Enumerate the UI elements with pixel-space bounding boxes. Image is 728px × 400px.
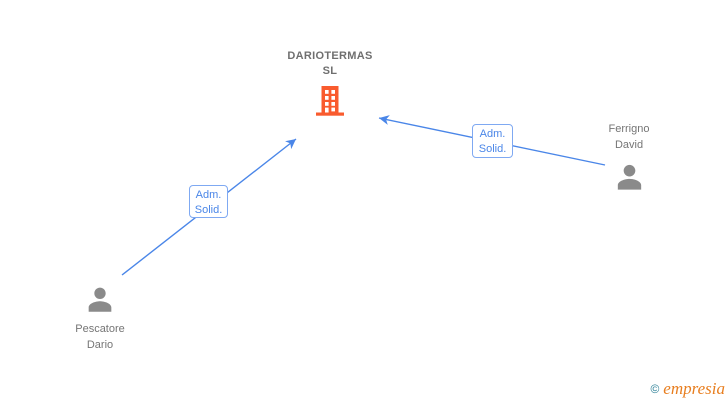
relationship-label-ferrigno-adm-solid[interactable]: Adm. Solid. xyxy=(472,124,513,158)
relationship-label-line2: Solid. xyxy=(478,143,507,155)
person-name-line1: Ferrigno xyxy=(608,123,650,135)
relationship-label-line1: Adm. xyxy=(479,128,506,140)
company-name: DARIOTERMAS SL xyxy=(250,49,410,79)
person-name-line1: Pescatore xyxy=(75,323,125,335)
company-name-line2: SL xyxy=(322,65,338,77)
relationship-label-line1: Adm. xyxy=(195,189,222,201)
person-name: Pescatore Dario xyxy=(40,321,160,353)
empresia-brand-text: empresia xyxy=(663,379,725,398)
relationship-label-pescatore-adm-solid[interactable]: Adm. Solid. xyxy=(189,185,228,218)
person-node-pescatore-dario[interactable]: Pescatore Dario xyxy=(40,282,160,353)
company-name-line1: DARIOTERMAS xyxy=(287,50,373,62)
empresia-watermark[interactable]: © empresia xyxy=(650,380,725,398)
company-node-dariotermas[interactable]: DARIOTERMAS SL xyxy=(250,49,410,119)
person-name-line2: David xyxy=(614,139,644,151)
copyright-icon: © xyxy=(650,382,660,396)
person-name-line2: Dario xyxy=(86,339,114,351)
building-icon[interactable] xyxy=(312,83,348,119)
person-name: Ferrigno David xyxy=(569,121,689,153)
person-icon[interactable] xyxy=(83,282,117,316)
person-icon[interactable] xyxy=(612,159,647,194)
person-node-ferrigno-david[interactable]: Ferrigno David xyxy=(569,121,689,194)
relationship-label-line2: Solid. xyxy=(194,204,223,216)
